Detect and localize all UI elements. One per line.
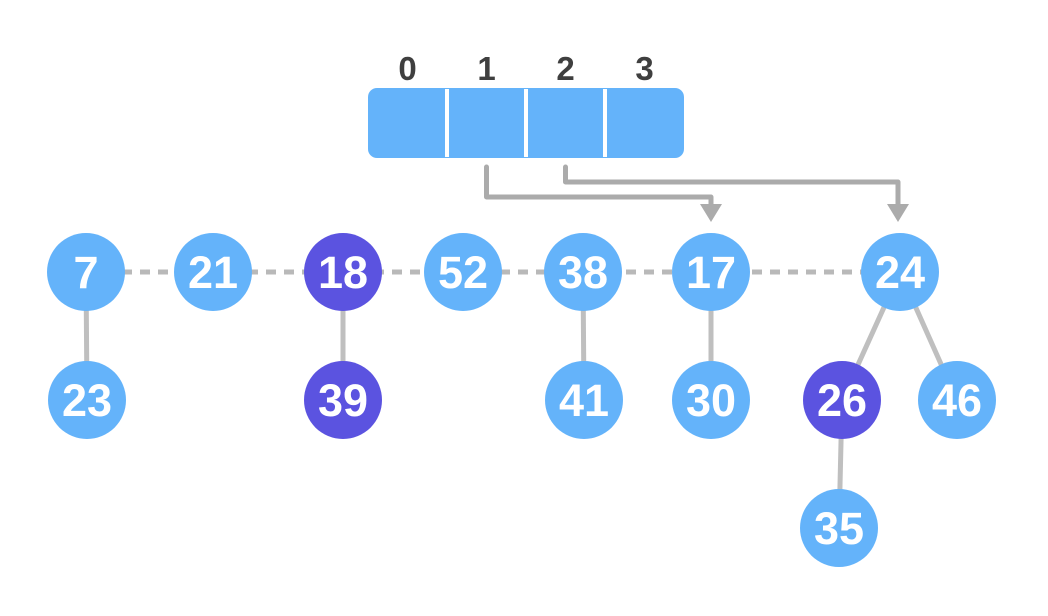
node-label-21: 21 [188, 247, 238, 298]
node-circle-21 [174, 233, 252, 311]
node-circle-41 [545, 361, 623, 439]
arrow-index-1-to-node-17 [484, 164, 714, 207]
node-circle-23 [48, 361, 126, 439]
node-label-52: 52 [438, 247, 488, 298]
node-label-23: 23 [62, 375, 112, 426]
array-index-label-2: 2 [556, 50, 574, 87]
node-circle-52 [424, 233, 502, 311]
node-circle-24 [861, 233, 939, 311]
node-circle-18 [304, 233, 382, 311]
node-label-39: 39 [318, 375, 368, 426]
node-label-41: 41 [559, 375, 609, 426]
node-label-17: 17 [686, 247, 736, 298]
node-circle-30 [672, 361, 750, 439]
node-circle-35 [800, 489, 878, 567]
node-label-46: 46 [932, 375, 982, 426]
node-circle-46 [918, 361, 996, 439]
array-index-label-0: 0 [398, 50, 416, 87]
node-label-38: 38 [558, 247, 608, 298]
node-label-18: 18 [318, 247, 368, 298]
arrow-index-2-to-node-24-head [887, 204, 909, 222]
node-circle-7 [47, 233, 125, 311]
node-label-7: 7 [73, 247, 98, 298]
node-circle-26 [803, 361, 881, 439]
node-circle-39 [304, 361, 382, 439]
arrow-index-1-to-node-17-head [700, 204, 722, 222]
node-label-35: 35 [814, 503, 864, 554]
node-circle-38 [544, 233, 622, 311]
arrow-index-2-to-node-24 [563, 164, 901, 207]
array-index-label-3: 3 [635, 50, 653, 87]
node-circle-17 [672, 233, 750, 311]
array-index-label-1: 1 [477, 50, 495, 87]
node-label-26: 26 [817, 375, 867, 426]
node-label-30: 30 [686, 375, 736, 426]
node-label-24: 24 [875, 247, 925, 298]
